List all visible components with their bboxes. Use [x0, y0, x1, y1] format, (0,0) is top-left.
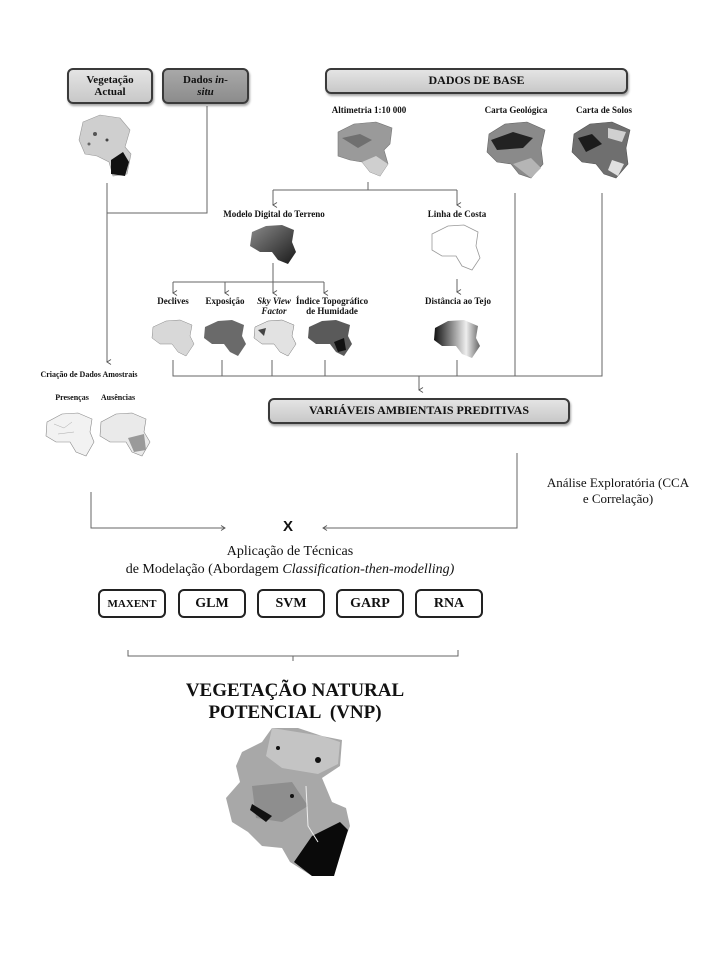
dados-insitu-italic2: situ: [197, 86, 214, 98]
modelacao-title: Aplicação de Técnicas de Modelação (Abor…: [100, 543, 480, 578]
analise-exploratoria: Análise Exploratória (CCA e Correlação): [520, 475, 716, 508]
itu-line1: Índice Topográfico: [295, 296, 369, 306]
map-indice-topografico: [308, 320, 352, 356]
label-carta-geologica: Carta Geológica: [484, 105, 548, 115]
map-ausencias: [99, 412, 151, 457]
technique-maxent-label: MAXENT: [107, 597, 157, 610]
result-line1: VEGETAÇÃO NATURAL: [185, 680, 405, 701]
technique-glm-label: GLM: [195, 595, 229, 611]
map-exposicao: [204, 320, 246, 356]
map-mdt: [250, 225, 296, 264]
map-carta-geologica: [486, 121, 546, 179]
variaveis-ambientais-box: VARIÁVEIS AMBIENTAIS PREDITIVAS: [268, 398, 570, 424]
technique-svm: SVM: [257, 589, 325, 618]
label-exposicao: Exposição: [205, 296, 245, 306]
samples-title: Criação de Dados Amostrais: [40, 370, 138, 379]
label-altimetria: Altimetria 1:10 000: [331, 105, 407, 115]
analise-line2: e Correlação): [582, 491, 654, 507]
dados-de-base-box: DADOS DE BASE: [325, 68, 628, 94]
vegetacao-actual-line2: Actual: [94, 86, 126, 98]
dados-insitu-line1: Dados: [183, 73, 213, 86]
result-line2: POTENCIAL (VNP): [208, 701, 382, 723]
map-vnp: [226, 728, 350, 876]
label-declives: Declives: [157, 296, 189, 306]
modelacao-line1: Aplicação de Técnicas: [226, 544, 354, 559]
technique-maxent: MAXENT: [98, 589, 166, 618]
variaveis-ambientais-label: VARIÁVEIS AMBIENTAIS PREDITIVAS: [308, 403, 530, 418]
sky-view-line2: Factor: [261, 306, 287, 317]
technique-svm-label: SVM: [275, 595, 307, 611]
map-declives: [151, 319, 195, 357]
map-vegetacao-actual: [78, 114, 132, 177]
map-presencas: [45, 412, 95, 457]
dados-de-base-label: DADOS DE BASE: [428, 73, 525, 88]
label-ausencias: Ausências: [100, 393, 136, 402]
label-presencas: Presenças: [55, 393, 89, 402]
map-sky-view-factor: [253, 319, 297, 357]
map-altimetria: [337, 121, 393, 177]
itu-line2: de Humidade: [306, 306, 358, 317]
dados-insitu-box: Dados in- situ: [162, 68, 249, 104]
label-linha-costa: Linha de Costa: [427, 209, 487, 219]
junction-x: X: [283, 518, 294, 535]
technique-rna: RNA: [415, 589, 483, 618]
modelacao-line2-prefix: de Modelação (Abordagem: [125, 561, 283, 577]
result-title: VEGETAÇÃO NATURAL POTENCIAL (VNP): [160, 680, 430, 724]
technique-glm: GLM: [178, 589, 246, 618]
technique-garp-label: GARP: [350, 595, 390, 611]
label-distancia-tejo: Distância ao Tejo: [424, 296, 491, 306]
line-analise-to-x: [322, 453, 518, 531]
sky-view-line1: Sky View: [257, 296, 291, 306]
analise-line1: Análise Exploratória (CCA: [546, 475, 690, 490]
label-indice-topografico: Índice Topográfico de Humidade: [294, 296, 370, 317]
label-carta-solos: Carta de Solos: [576, 105, 632, 115]
map-carta-solos: [571, 121, 631, 179]
map-linha-costa: [431, 224, 481, 271]
line-insitu-join: [107, 106, 208, 214]
vegetacao-actual-line1: Vegetação: [86, 73, 134, 86]
vegetacao-actual-box: Vegetação Actual: [67, 68, 153, 104]
modelacao-line2-italic: Classification-then-modelling): [282, 561, 455, 577]
map-distancia-tejo: [434, 320, 480, 358]
technique-rna-label: RNA: [433, 595, 465, 611]
dados-insitu-italic1: in-: [215, 73, 228, 86]
technique-garp: GARP: [336, 589, 404, 618]
label-mdt: Modelo Digital do Terreno: [223, 209, 325, 219]
label-sky-view-factor: Sky View Factor: [252, 296, 296, 317]
